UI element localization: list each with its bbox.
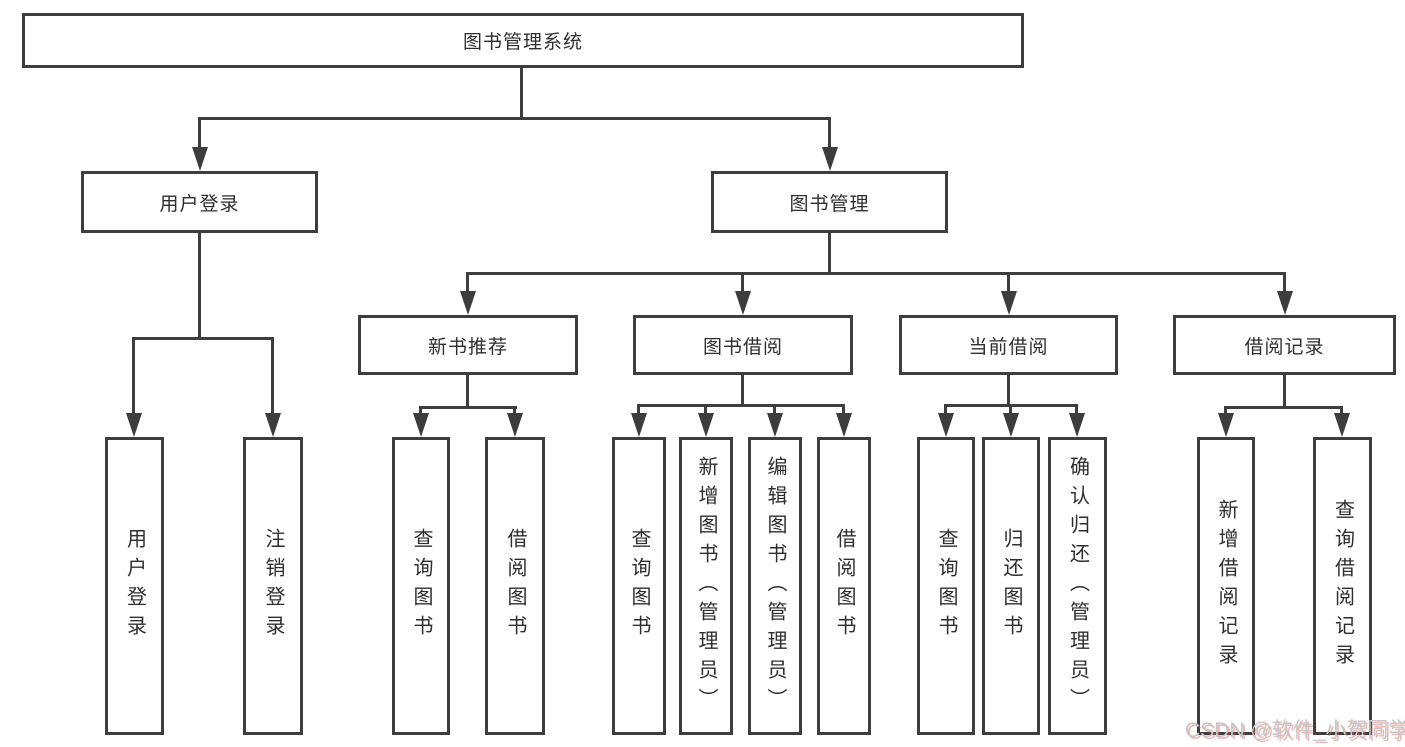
leaf-user-login: 用户登录	[105, 437, 164, 735]
node-library-management-system: 图书管理系统	[22, 13, 1024, 68]
node-label: 用户登录	[123, 528, 146, 644]
csdn-watermark: CSDN @软件_小贺同学	[1185, 719, 1405, 742]
arrowhead-down-icon	[631, 413, 647, 437]
connector-line	[1340, 406, 1343, 413]
arrowhead-down-icon	[413, 413, 429, 437]
connector-line	[513, 406, 516, 413]
leaf-logout: 注销登录	[243, 437, 303, 735]
node-label: 新书推荐	[427, 336, 508, 358]
arrowhead-down-icon	[767, 413, 783, 437]
node-label: 图书管理	[789, 193, 870, 215]
leaf-borrow-books-borrowing: 借阅图书	[817, 437, 871, 735]
node-book-borrowing: 图书借阅	[633, 315, 853, 375]
leaf-add-book-admin: 新增图书（管理员）	[679, 437, 733, 735]
connector-line	[828, 233, 831, 272]
leaf-query-books-recommend: 查询图书	[392, 437, 450, 735]
arrowhead-down-icon	[836, 413, 852, 437]
connector-line	[1007, 375, 1010, 404]
connector-line	[520, 68, 523, 117]
connector-line	[466, 272, 1286, 275]
connector-line	[637, 404, 640, 413]
connector-line	[132, 337, 274, 340]
arrowhead-down-icon	[938, 413, 954, 437]
leaf-confirm-return-admin: 确认归还（管理员）	[1048, 437, 1107, 735]
arrowhead-down-icon	[735, 291, 751, 315]
node-label: 编辑图书（管理员）	[764, 455, 786, 717]
leaf-borrow-books-recommend: 借阅图书	[485, 437, 545, 735]
leaf-edit-book-admin: 编辑图书（管理员）	[748, 437, 802, 735]
connector-line	[466, 272, 469, 291]
node-label: 注销登录	[262, 528, 284, 644]
node-label: 图书借阅	[702, 336, 783, 358]
connector-line	[704, 404, 707, 413]
node-label: 新增图书（管理员）	[695, 455, 717, 717]
arrowhead-down-icon	[460, 291, 476, 315]
connector-line	[741, 272, 744, 291]
arrowhead-down-icon	[1003, 413, 1019, 437]
node-label: 用户登录	[159, 193, 240, 215]
arrowhead-down-icon	[1001, 291, 1017, 315]
connector-line	[1075, 404, 1078, 413]
connector-line	[842, 404, 845, 413]
arrowhead-down-icon	[192, 147, 208, 171]
node-label: 借阅图书	[504, 528, 526, 644]
connector-line	[944, 404, 947, 413]
arrowhead-down-icon	[698, 413, 714, 437]
leaf-query-borrow-record: 查询借阅记录	[1313, 437, 1372, 735]
leaf-add-borrow-record: 新增借阅记录	[1197, 437, 1255, 735]
arrowhead-down-icon	[126, 413, 142, 437]
leaf-query-books-borrowing: 查询图书	[612, 437, 666, 735]
node-label: 确认归还（管理员）	[1066, 455, 1089, 717]
node-label: 查询借阅记录	[1331, 499, 1354, 673]
leaf-return-books: 归还图书	[982, 437, 1040, 735]
node-book-management: 图书管理	[711, 171, 948, 233]
arrowhead-down-icon	[822, 147, 838, 171]
connector-line	[637, 404, 845, 407]
connector-line	[198, 117, 831, 120]
leaf-query-books-current: 查询图书	[917, 437, 975, 735]
node-label: 借阅记录	[1244, 336, 1325, 358]
connector-line	[198, 117, 201, 147]
connector-line	[419, 406, 517, 409]
connector-line	[741, 375, 744, 404]
connector-line	[271, 337, 274, 413]
node-label: 查询图书	[628, 528, 650, 644]
arrowhead-down-icon	[1069, 413, 1085, 437]
arrowhead-down-icon	[265, 413, 281, 437]
connector-line	[466, 375, 469, 406]
node-borrowing-records: 借阅记录	[1173, 315, 1396, 375]
arrowhead-down-icon	[1277, 291, 1293, 315]
arrowhead-down-icon	[1218, 413, 1234, 437]
connector-line	[419, 406, 422, 413]
connector-line	[1283, 375, 1286, 406]
node-current-borrowing: 当前借阅	[899, 315, 1118, 375]
connector-line	[198, 233, 201, 337]
connector-line	[1224, 406, 1227, 413]
arrowhead-down-icon	[1334, 413, 1350, 437]
connector-line	[828, 117, 831, 147]
node-label: 当前借阅	[968, 336, 1049, 358]
node-user-login: 用户登录	[81, 171, 318, 233]
node-new-book-recommendation: 新书推荐	[358, 315, 578, 375]
node-label: 图书管理系统	[462, 32, 583, 53]
connector-line	[1283, 272, 1286, 291]
node-label: 查询图书	[410, 528, 432, 644]
connector-line	[132, 337, 135, 413]
connector-line	[1009, 404, 1012, 413]
node-label: 借阅图书	[833, 528, 855, 644]
arrowhead-down-icon	[507, 413, 523, 437]
node-label: 归还图书	[1000, 528, 1022, 644]
connector-line	[773, 404, 776, 413]
connector-line	[1007, 272, 1010, 291]
node-label: 查询图书	[935, 528, 957, 644]
node-label: 新增借阅记录	[1215, 499, 1237, 673]
connector-line	[1224, 406, 1343, 409]
